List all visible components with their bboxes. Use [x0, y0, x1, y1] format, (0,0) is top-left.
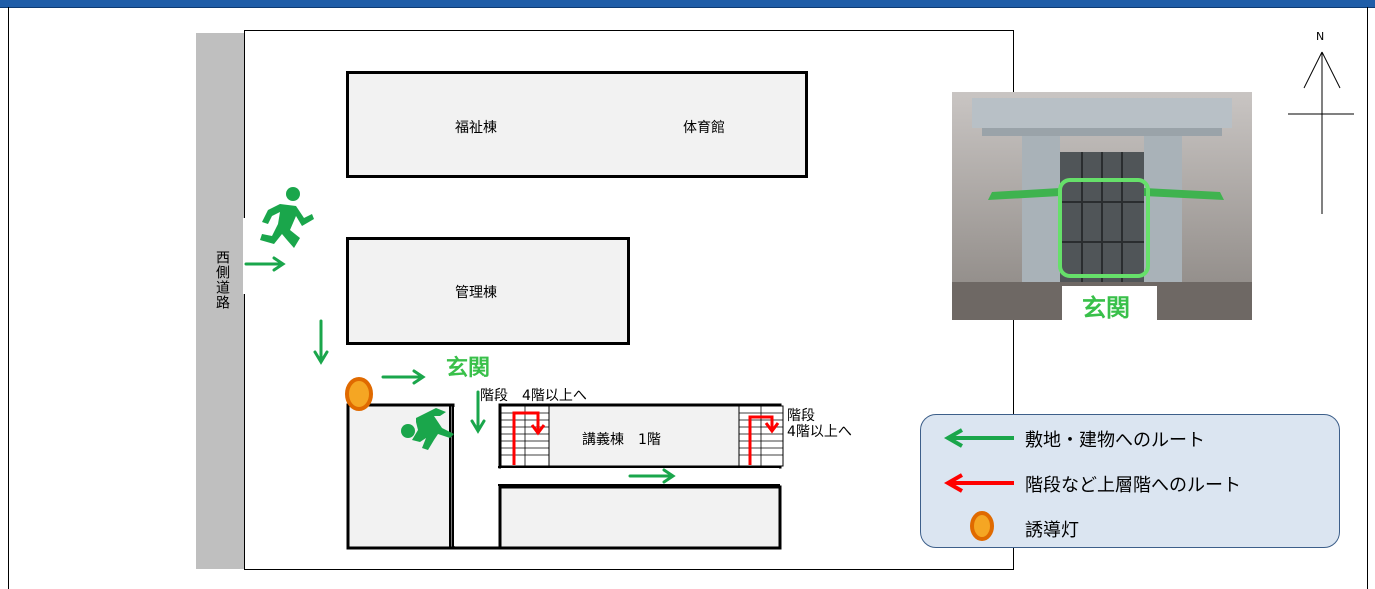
- admin-building-label: 管理棟: [455, 285, 497, 301]
- legend-label-route: 敷地・建物へのルート: [1025, 430, 1205, 451]
- stairs-left-icon: [500, 405, 550, 467]
- legend-guide-light-icon: [970, 511, 994, 541]
- entrance-label: 玄関: [446, 356, 491, 381]
- stairs-right-label-1: 階段: [787, 408, 815, 424]
- guide-light-icon: [345, 377, 373, 411]
- gym-label: 体育館: [683, 120, 725, 136]
- lecture-building-label: 講義棟 1階: [582, 432, 661, 448]
- road-label: 西側道路: [214, 250, 230, 310]
- right-border: [1367, 7, 1368, 589]
- west-road: [196, 33, 244, 569]
- welfare-gym-building: [346, 71, 808, 178]
- legend-label-stairs: 階段など上層階へのルート: [1025, 475, 1241, 496]
- welfare-building-label: 福祉棟: [455, 120, 497, 136]
- top-bar: [0, 0, 1375, 8]
- entrance-photo: [952, 92, 1252, 320]
- compass-north-label: N: [1316, 30, 1325, 43]
- lecture-building-complex: [346, 403, 782, 550]
- stairs-left-label: 階段 4階以上へ: [480, 388, 587, 404]
- legend-label-guide-light: 誘導灯: [1025, 520, 1079, 541]
- exit-person-icon: [401, 408, 454, 450]
- red-arrow-left-icon: [944, 473, 1014, 493]
- stairs-right-label-2: 4階以上へ: [787, 424, 852, 440]
- north-compass-icon: [1288, 51, 1354, 214]
- green-arrow-left-icon: [944, 428, 1014, 448]
- photo-caption: 玄関: [1082, 294, 1130, 322]
- left-border: [8, 7, 9, 589]
- admin-building: [346, 237, 630, 345]
- running-person-icon: [260, 187, 314, 248]
- stairs-right-icon: [738, 405, 784, 467]
- site-entrance-gap: [243, 218, 247, 294]
